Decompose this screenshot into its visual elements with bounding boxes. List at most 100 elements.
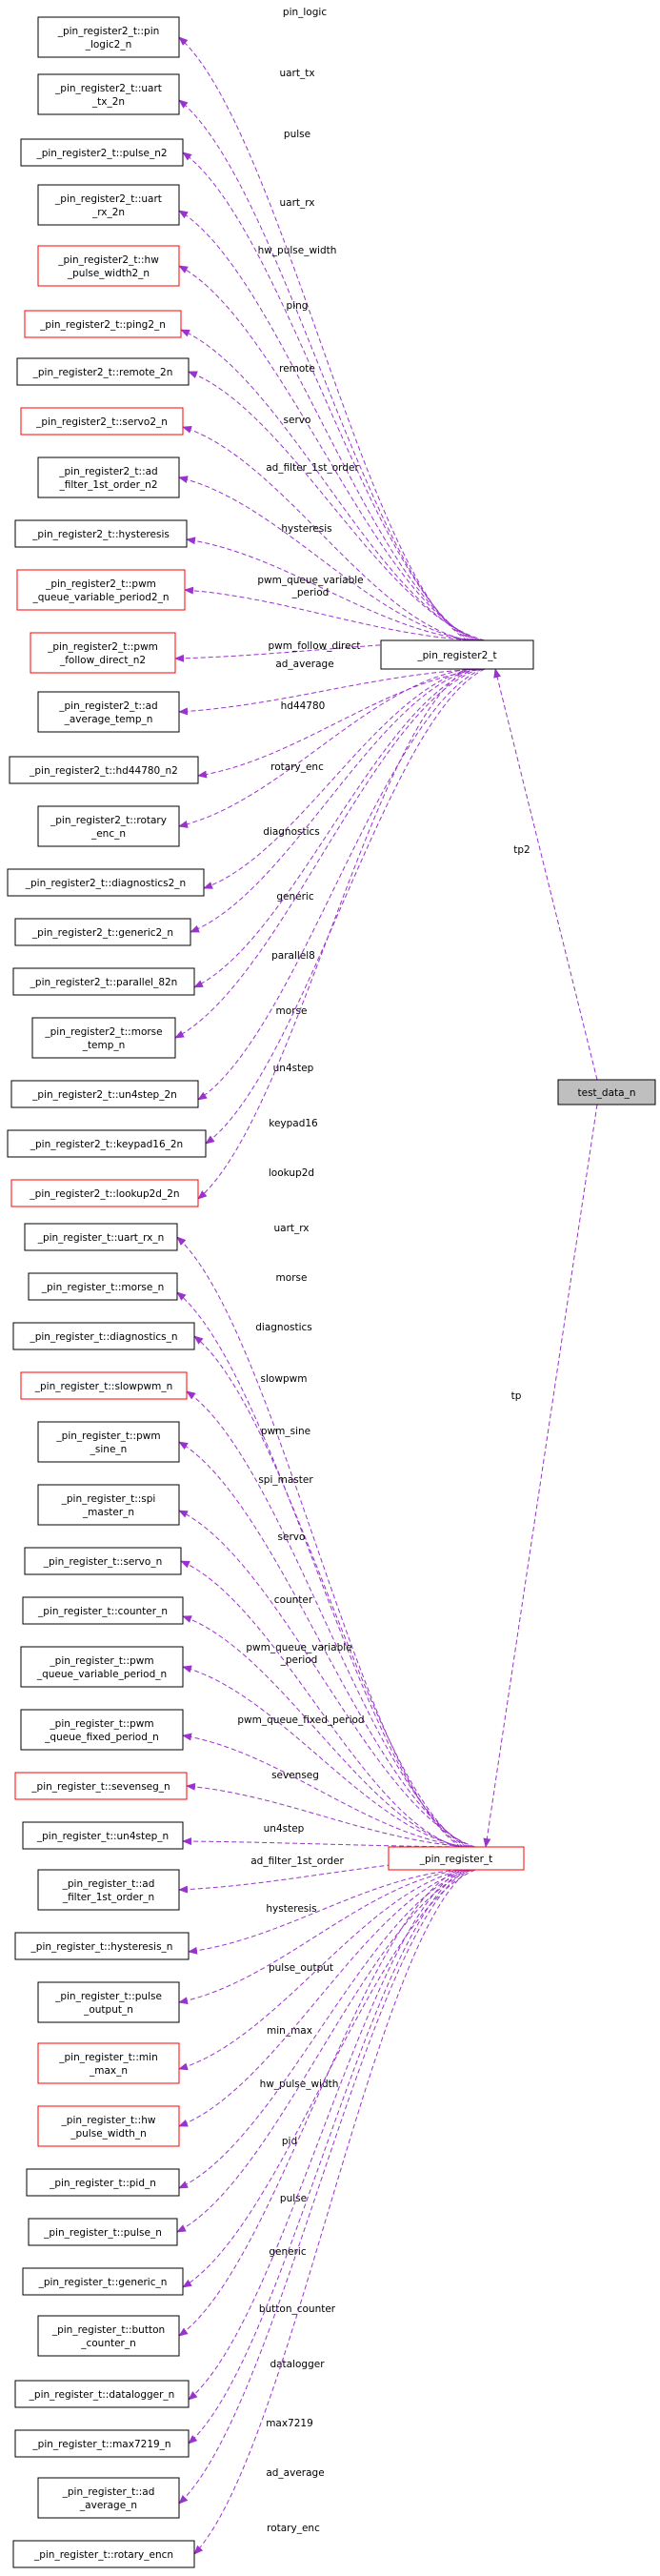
member-node[interactable]: _pin_register2_t::generic2_n bbox=[14, 918, 191, 946]
member-node-label-line: _pin_register_t::slowpwm_n bbox=[34, 1381, 172, 1392]
member-node[interactable]: _pin_register_t::hw_pulse_width_n bbox=[37, 2105, 180, 2147]
edge-label: lookup2d bbox=[269, 1167, 314, 1179]
member-node[interactable]: _pin_register2_t::ping2_n bbox=[24, 310, 182, 338]
member-node[interactable]: _pin_register2_t::lookup2d_2n bbox=[10, 1179, 199, 1207]
member-node-border bbox=[12, 2540, 195, 2568]
member-node-label-line: _pin_register_t::hw bbox=[61, 2115, 156, 2126]
member-node[interactable]: _pin_register_t::pwm_sine_n bbox=[37, 1421, 180, 1463]
member-node[interactable]: _pin_register2_t::uart_rx_2n bbox=[37, 184, 180, 226]
edge-ad_filter_1st_order bbox=[178, 476, 471, 641]
edge-uart_rx bbox=[176, 1236, 462, 1848]
member-node[interactable]: _pin_register_t::button_counter_n bbox=[37, 2315, 180, 2357]
member-node[interactable]: _pin_register2_t::rotary_enc_n bbox=[37, 805, 180, 847]
member-node[interactable]: _pin_register_t::slowpwm_n bbox=[20, 1371, 188, 1400]
member-node[interactable]: _pin_register2_t::ad_filter_1st_order_n2 bbox=[37, 456, 180, 498]
member-node-label-line: _pin_register2_t::hd44780_n2 bbox=[29, 765, 178, 777]
member-node[interactable]: _pin_register2_t::diagnostics2_n bbox=[7, 868, 205, 897]
member-node-border bbox=[37, 1421, 180, 1463]
member-node-label-line: _pulse_width2_n bbox=[67, 268, 150, 279]
member-node[interactable]: _pin_register2_t::remote_2n bbox=[16, 357, 190, 386]
member-node[interactable]: _pin_register2_t::parallel_82n bbox=[12, 967, 195, 996]
member-node[interactable]: _pin_register_t::counter_n bbox=[22, 1596, 184, 1625]
edge-diagnostics bbox=[203, 668, 471, 889]
member-node[interactable]: _pin_register_t::pulse_output_n bbox=[37, 1981, 180, 2023]
member-node-border bbox=[7, 1129, 207, 1158]
member-node-label-line: _pin_register2_t::parallel_82n bbox=[30, 977, 178, 988]
member-node-label-line: _pin_register2_t::keypad16_2n bbox=[30, 1139, 183, 1150]
member-node[interactable]: _pin_register_t::uart_rx_n bbox=[24, 1223, 178, 1251]
member-node[interactable]: _pin_register2_t::keypad16_2n bbox=[7, 1129, 207, 1158]
member-node-border bbox=[22, 2267, 184, 2296]
member-node-label-line: _pin_register_t::hysteresis_n bbox=[30, 1941, 173, 1953]
member-node-border bbox=[37, 2042, 180, 2084]
member-node[interactable]: _pin_register_t::un4step_n bbox=[22, 1821, 184, 1850]
edge-label: diagnostics bbox=[263, 826, 320, 838]
member-node[interactable]: _pin_register_t::hysteresis_n bbox=[14, 1932, 190, 1960]
edge-pwm_sine bbox=[178, 1441, 473, 1848]
class-node-test-data-n[interactable]: test_data_n bbox=[557, 1079, 656, 1105]
member-node-label-line: _queue_variable_period_n bbox=[36, 1669, 167, 1680]
member-node[interactable]: _pin_register2_t::hysteresis bbox=[14, 519, 188, 548]
member-node-label-line: _pin_register2_t::hysteresis bbox=[31, 529, 170, 540]
member-node[interactable]: _pin_register_t::diagnostics_n bbox=[12, 1322, 195, 1350]
member-node[interactable]: _pin_register_t::ad_average_n bbox=[37, 2477, 180, 2519]
member-node[interactable]: _pin_register2_t::servo2_n bbox=[20, 407, 184, 436]
member-node-border bbox=[24, 1223, 178, 1251]
member-node[interactable]: _pin_register2_t::pwm_follow_direct_n2 bbox=[30, 632, 176, 674]
member-node-label-line: _pin_register_t::pwm bbox=[55, 1430, 160, 1442]
member-node[interactable]: _pin_register_t::spi_master_n bbox=[37, 1484, 180, 1526]
edge-label: ad_average bbox=[266, 2467, 324, 2479]
member-node[interactable]: _pin_register2_t::morse_temp_n bbox=[31, 1017, 176, 1059]
member-node[interactable]: _pin_register_t::pwm_queue_variable_peri… bbox=[20, 1646, 184, 1688]
member-node-border bbox=[37, 73, 180, 115]
edge-label: pwm_queue_fixed_period bbox=[237, 1714, 364, 1726]
edge-label: _period bbox=[291, 587, 330, 598]
edge-lookup2d bbox=[197, 668, 469, 1200]
member-node[interactable]: _pin_register_t::pulse_n bbox=[28, 2218, 178, 2246]
member-node[interactable]: _pin_register_t::pid_n bbox=[26, 2168, 180, 2197]
member-node[interactable]: _pin_register2_t::hd44780_n2 bbox=[9, 756, 199, 784]
member-node[interactable]: _pin_register_t::sevenseg_n bbox=[14, 1772, 188, 1800]
class-node-pin-register2-t[interactable]: _pin_register2_t bbox=[380, 639, 534, 670]
member-node[interactable]: _pin_register2_t::pulse_n2 bbox=[20, 138, 184, 167]
member-node[interactable]: _pin_register_t::rotary_encn bbox=[12, 2540, 195, 2568]
member-node[interactable]: _pin_register2_t::pin_logic2_n bbox=[37, 16, 180, 58]
member-node-label-line: _pin_register_t::pwm bbox=[49, 1718, 153, 1730]
edge-label: keypad16 bbox=[269, 1118, 318, 1129]
member-node[interactable]: _pin_register_t::max7219_n bbox=[14, 2429, 190, 2458]
member-node-label-line: _counter_n bbox=[80, 2338, 136, 2349]
member-node[interactable]: _pin_register_t::generic_n bbox=[22, 2267, 184, 2296]
edge-rotary_enc bbox=[178, 668, 469, 828]
member-node[interactable]: _pin_register_t::pwm_queue_fixed_period_… bbox=[20, 1709, 184, 1751]
edge-label-tp: tp bbox=[511, 1390, 522, 1402]
member-node-label-line: _average_n bbox=[79, 2500, 137, 2511]
edge-label: pulse bbox=[280, 2193, 307, 2204]
class-node-pin-register-t[interactable]: _pin_register_t bbox=[388, 1846, 525, 1871]
member-node[interactable]: _pin_register2_t::uart_tx_2n bbox=[37, 73, 180, 115]
member-node[interactable]: _pin_register_t::ad_filter_1st_order_n bbox=[37, 1869, 180, 1911]
edge-label: pwm_sine bbox=[261, 1426, 310, 1437]
edge-spi_master bbox=[178, 1510, 476, 1848]
edge-counter bbox=[182, 1615, 462, 1848]
member-node[interactable]: _pin_register2_t::ad_average_temp_n bbox=[37, 691, 180, 733]
class-node-pin-register-t-border bbox=[388, 1846, 525, 1871]
member-node-border bbox=[37, 2315, 180, 2357]
edge-label: sevenseg bbox=[271, 1770, 319, 1781]
class-node-pin-register2-t-border bbox=[380, 639, 534, 670]
member-node-label-line: _pin_register_t::sevenseg_n bbox=[30, 1781, 170, 1793]
edge-pwm_queue_variable_period bbox=[182, 1665, 465, 1848]
member-node[interactable]: _pin_register2_t::un4step_2n bbox=[10, 1080, 199, 1108]
edge-label: servo bbox=[284, 415, 311, 426]
member-node-border bbox=[24, 1547, 182, 1575]
member-node[interactable]: _pin_register_t::min_max_n bbox=[37, 2042, 180, 2084]
member-node[interactable]: _pin_register_t::servo_n bbox=[24, 1547, 182, 1575]
member-node-border bbox=[14, 1932, 190, 1960]
member-node[interactable]: _pin_register2_t::pwm_queue_variable_per… bbox=[16, 569, 186, 611]
member-node-label-line: _pin_register2_t::uart bbox=[54, 193, 162, 205]
member-node[interactable]: _pin_register_t::morse_n bbox=[28, 1272, 178, 1301]
edge-morse bbox=[174, 668, 480, 1039]
member-node-label-line: _logic2_n bbox=[85, 39, 132, 51]
member-node[interactable]: _pin_register2_t::hw_pulse_width2_n bbox=[37, 245, 180, 287]
member-node[interactable]: _pin_register_t::datalogger_n bbox=[14, 2380, 190, 2408]
